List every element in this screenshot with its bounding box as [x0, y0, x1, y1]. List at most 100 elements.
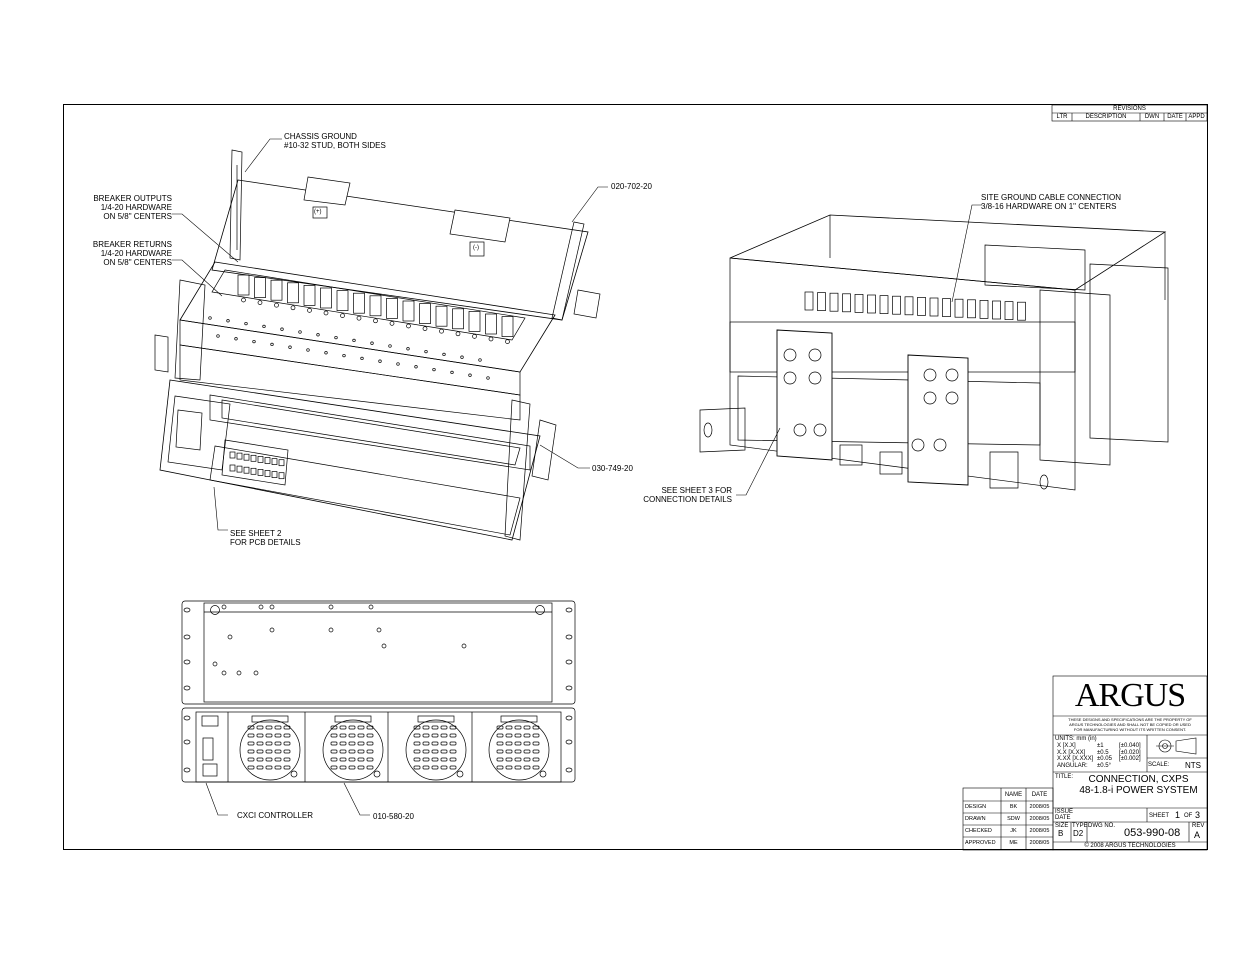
- vent-slot: [440, 757, 448, 762]
- callout-line: 3/8-16 HARDWARE ON 1" CENTERS: [981, 202, 1117, 211]
- pcb-pin: [250, 467, 257, 475]
- panel-hole: [269, 604, 275, 610]
- breaker: [829, 292, 839, 312]
- panel-hole: [461, 643, 467, 649]
- vent-slot: [532, 733, 540, 738]
- breaker-terminal: [488, 336, 494, 342]
- breaker: [804, 291, 814, 311]
- dwg-no-value: 053-990-08: [1124, 827, 1181, 839]
- vent-slot: [283, 749, 291, 754]
- pcb-pin: [257, 469, 264, 476]
- sig-name: JK: [1010, 828, 1017, 834]
- vent-slot: [348, 741, 356, 746]
- vent-slot: [247, 741, 255, 746]
- vent-slot: [505, 741, 513, 746]
- breaker-terminal: [472, 334, 477, 339]
- vent-slot: [496, 733, 504, 738]
- rack-slot: [565, 685, 573, 691]
- bolt-hole: [270, 342, 274, 347]
- vent-slot: [357, 741, 365, 746]
- callout-line: ON 5/8" CENTERS: [103, 212, 172, 221]
- vent-slot: [247, 733, 255, 738]
- vent-slot: [339, 725, 347, 730]
- polarity-negative-label: (-): [473, 245, 479, 251]
- sig-header-name: NAME: [1004, 792, 1023, 798]
- vent-slot: [283, 725, 291, 730]
- breaker-terminal: [455, 331, 461, 337]
- callout-line: 1/4-20 HARDWARE: [100, 203, 172, 212]
- revisions-col-date: DATE: [1167, 114, 1183, 120]
- vent-slot: [514, 741, 522, 746]
- breaker: [320, 287, 332, 309]
- panel-hole: [236, 670, 242, 676]
- leader-lines: [172, 138, 982, 816]
- callout-line: 1/4-20 HARDWARE: [100, 249, 172, 258]
- breaker: [867, 294, 876, 314]
- argus-logo: ARGUS: [1074, 677, 1186, 714]
- vent-slot: [431, 725, 439, 730]
- vent-slot: [339, 741, 347, 746]
- vent-slot: [339, 765, 347, 770]
- cable-lug: [911, 438, 925, 452]
- pcb-pin: [236, 452, 243, 460]
- vent-slot: [274, 757, 282, 762]
- bolt-hole: [396, 362, 400, 366]
- bolt-hole: [324, 351, 328, 355]
- rack-slot: [565, 659, 573, 665]
- cable-lug: [783, 348, 797, 362]
- front-view: [181, 600, 576, 783]
- sig-date: 2008/05: [1029, 804, 1050, 810]
- panel-hole: [221, 670, 227, 676]
- revision-table-lines: [1051, 104, 1208, 122]
- vent-slot: [431, 749, 439, 754]
- rev-value: A: [1194, 830, 1201, 840]
- pcb-pin: [236, 465, 243, 473]
- cable-lug: [808, 371, 822, 385]
- vent-slot: [357, 725, 365, 730]
- breaker: [967, 299, 976, 319]
- right-breaker-row: [804, 291, 1026, 321]
- vent-slot: [449, 757, 457, 762]
- tolerance-val: ±0.5: [1097, 749, 1109, 756]
- vent-slot: [422, 749, 430, 754]
- rack-slot: [565, 607, 573, 613]
- breaker: [1004, 301, 1014, 320]
- callout-breaker-returns: BREAKER RETURNS 1/4-20 HARDWARE ON 5/8" …: [80, 240, 172, 267]
- callout-line: ON 5/8" CENTERS: [103, 258, 172, 267]
- rack-slot: [183, 659, 191, 665]
- vent-slot: [505, 749, 513, 754]
- vent-slot: [523, 757, 531, 762]
- bolt-hole: [370, 341, 374, 345]
- right-lugs: [783, 348, 959, 452]
- breaker-terminal: [257, 300, 263, 305]
- pcb-pin: [278, 459, 285, 467]
- vent-slot: [523, 741, 531, 746]
- scale-label: SCALE:: [1148, 762, 1170, 768]
- callout-part-010-580-20: 010-580-20: [373, 812, 414, 821]
- panel-hole: [328, 604, 334, 610]
- bolt-hole: [378, 359, 382, 363]
- vent-slot: [366, 749, 374, 754]
- vent-slot: [532, 741, 540, 746]
- units-label: UNITS: mm (in): [1055, 736, 1097, 742]
- callout-line: SEE SHEET 2: [230, 529, 282, 538]
- panel-hole: [227, 634, 233, 640]
- breaker: [468, 311, 481, 332]
- pcb-pin: [243, 466, 250, 474]
- vent-slot: [348, 733, 356, 738]
- vent-slot: [514, 749, 522, 754]
- breaker: [817, 292, 826, 311]
- breaker: [419, 303, 431, 324]
- cable-lug: [923, 391, 937, 405]
- sig-role: CHECKED: [965, 828, 992, 834]
- cable-lug: [945, 391, 959, 405]
- vent-slot: [265, 733, 273, 738]
- fan-grille: [488, 719, 550, 781]
- vent-slot: [431, 741, 439, 746]
- vent-slot: [265, 725, 273, 730]
- rack-slot: [183, 634, 191, 640]
- scale-value: NTS: [1185, 761, 1201, 770]
- vent-slot: [440, 741, 448, 746]
- vent-slot: [449, 765, 457, 770]
- bolt-hole: [208, 316, 212, 320]
